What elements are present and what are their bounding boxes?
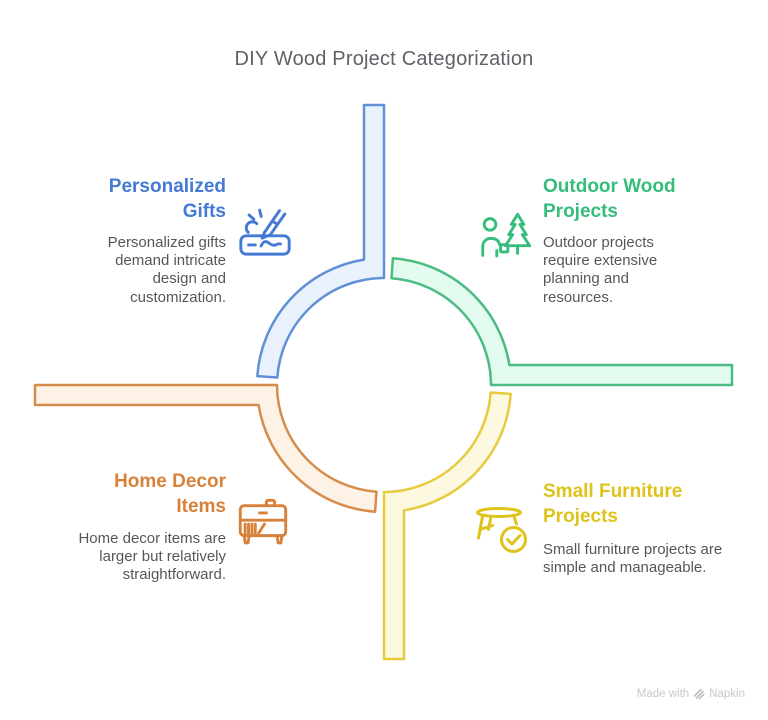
heading-personalized-gifts: Personalized Gifts [108, 176, 226, 222]
page-title: DIY Wood Project Categorization [234, 48, 534, 70]
arm-home-decor-items [33, 383, 378, 513]
engraving-tool-icon [236, 200, 294, 258]
body-outdoor-wood-projects: Outdoor projects require extensive plann… [543, 234, 658, 306]
arm-small-furniture-projects [382, 391, 512, 661]
napkin-logo-icon [693, 688, 705, 700]
body-home-decor-items: Home decor items are larger but relative… [78, 530, 226, 584]
stool-with-checkmark-icon [474, 500, 534, 560]
made-with-napkin-watermark: Made with Napkin [637, 688, 745, 700]
watermark-brand: Napkin [709, 688, 745, 700]
heading-outdoor-wood-projects: Outdoor Wood Projects [543, 176, 676, 222]
body-small-furniture-projects: Small furniture projects are simple and … [543, 541, 723, 577]
watermark-prefix: Made with [636, 688, 690, 700]
arm-personalized-gifts [256, 103, 386, 379]
heading-home-decor-items: Home Decor Items [114, 471, 226, 517]
person-planting-tree-icon [476, 208, 534, 266]
cabinet-icon [234, 496, 292, 554]
body-personalized-gifts: Personalized gifts demand intricate desi… [107, 234, 226, 306]
heading-small-furniture-projects: Small Furniture Projects [543, 481, 683, 527]
arm-outdoor-wood-projects [390, 257, 734, 387]
